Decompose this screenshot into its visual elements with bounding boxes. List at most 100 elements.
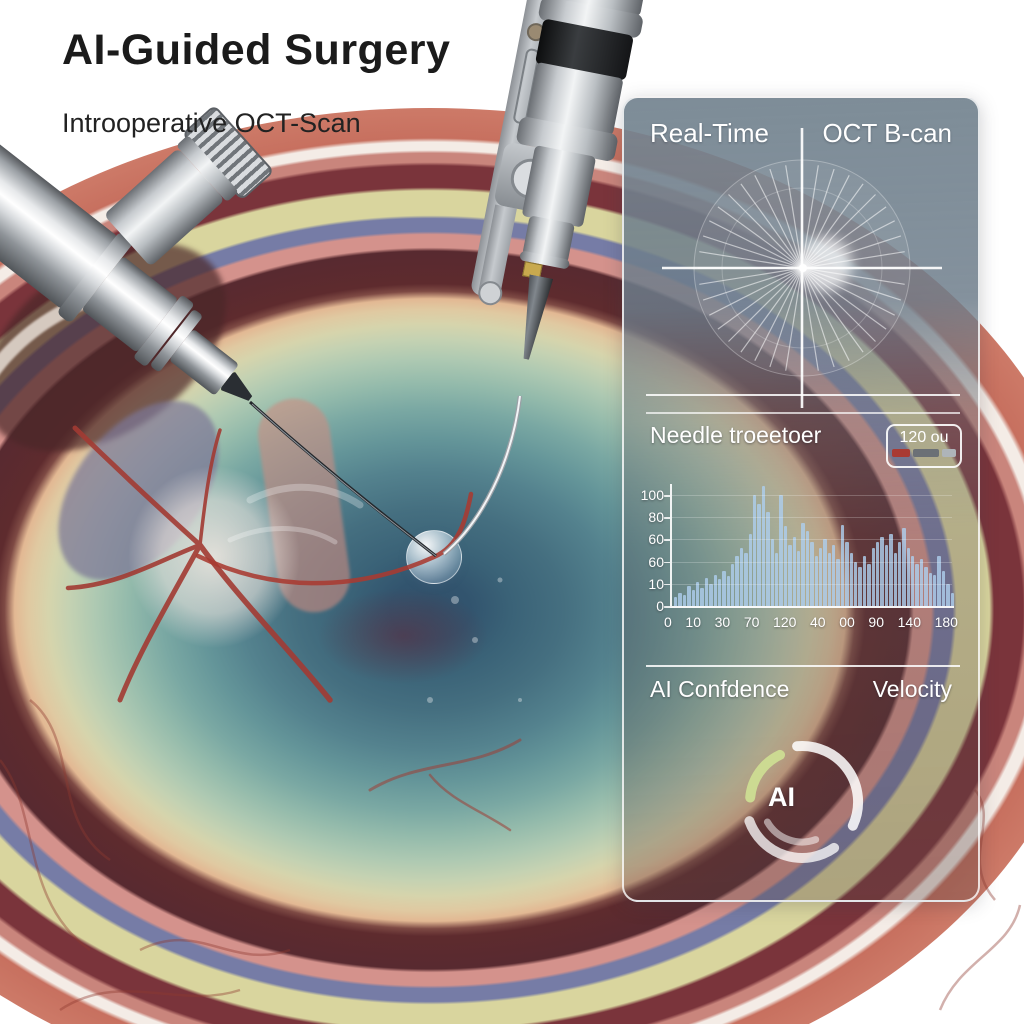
gridline [672, 583, 952, 585]
y-tick-label: 60 [648, 553, 664, 570]
bar [919, 559, 924, 606]
bar [744, 552, 748, 606]
y-tick-mark [664, 495, 670, 497]
x-tick-label: 90 [868, 614, 884, 630]
optic-disc [128, 466, 300, 648]
bar [779, 495, 783, 606]
bar [687, 586, 691, 606]
bar [893, 552, 897, 606]
bar [735, 556, 739, 606]
bar [682, 594, 687, 606]
x-tick-label: 10 [685, 614, 701, 630]
bar [849, 552, 854, 606]
divider [646, 394, 960, 396]
bar [941, 570, 946, 606]
bar [897, 541, 902, 606]
gridline [672, 561, 952, 563]
x-tick-label: 30 [714, 614, 731, 630]
y-tick-label: 100 [640, 487, 664, 504]
y-tick-mark [664, 561, 670, 564]
bar [827, 552, 832, 606]
needle-left-glint [251, 403, 437, 557]
gauge-arc-green [745, 749, 785, 803]
bar [709, 583, 713, 606]
x-tick-label: 120 [773, 614, 797, 630]
bar [937, 556, 941, 606]
needle-left [248, 400, 437, 558]
bar [875, 541, 880, 606]
bar [911, 556, 915, 606]
gauge-arc-inner [763, 818, 820, 846]
bar [726, 576, 731, 606]
gridline [672, 517, 952, 519]
gray-chip-icon [942, 449, 956, 457]
x-tick-label: 40 [810, 614, 826, 630]
bar [840, 525, 845, 606]
needle-tracker-label: Needle troeetoer [650, 422, 822, 448]
x-tick-label: 00 [839, 614, 855, 630]
bar [704, 578, 709, 606]
bar [753, 495, 757, 606]
bar [770, 539, 774, 606]
panel-header: Real-Time OCT B-can [650, 118, 952, 149]
depth-badge: 120 ou [886, 424, 962, 468]
bar [902, 528, 906, 606]
bar [950, 592, 954, 606]
bar [946, 583, 950, 606]
bar [674, 597, 678, 606]
bar [832, 545, 836, 606]
gridline [672, 539, 952, 541]
x-tick-label: 180 [934, 614, 958, 630]
bar [731, 563, 735, 606]
y-tick-mark [664, 583, 670, 586]
bar [858, 567, 862, 606]
realtime-label: Real-Time [650, 118, 769, 148]
bar [748, 533, 753, 606]
ai-confidence-label: AI Confdence [650, 676, 790, 702]
bar [713, 574, 717, 606]
y-tick-label: 80 [648, 509, 664, 526]
bar [761, 486, 766, 606]
bar [933, 574, 937, 606]
y-tick-mark [664, 539, 670, 541]
bar [788, 545, 792, 606]
x-tick-label: 70 [743, 614, 760, 630]
y-tick-mark [664, 606, 670, 608]
page-title: AI-Guided Surgery [62, 26, 451, 74]
bar [880, 537, 884, 606]
oct-radial-scan-icon [662, 128, 942, 408]
depth-badge-value: 120 ou [899, 429, 949, 446]
chart-bars [674, 484, 954, 606]
bar [871, 548, 875, 606]
bar [889, 533, 893, 606]
bar [766, 511, 770, 606]
bar [717, 579, 722, 606]
gauge-ai-label: AI [768, 782, 795, 812]
bar [836, 559, 840, 606]
bar [700, 588, 704, 606]
y-tick-mark [664, 517, 670, 519]
scan-glow [798, 237, 852, 291]
bar [845, 541, 849, 606]
bar [783, 526, 788, 606]
bar [924, 567, 928, 606]
bar [757, 503, 761, 606]
velocity-label: Velocity [872, 676, 952, 702]
bar [792, 537, 796, 606]
bar [906, 548, 911, 606]
bar [796, 550, 801, 606]
red-chip-icon [892, 449, 910, 457]
scan-center-dot [799, 264, 807, 272]
y-tick-label: 10 [648, 575, 664, 592]
oct-bscan-label: OCT B-can [822, 118, 952, 148]
bar [884, 545, 889, 606]
bar [801, 522, 805, 606]
gauge-arc-outer [744, 816, 840, 863]
bar [774, 552, 779, 606]
bar [867, 563, 871, 606]
gauge-arc-outer [792, 740, 864, 831]
bar [810, 541, 814, 606]
